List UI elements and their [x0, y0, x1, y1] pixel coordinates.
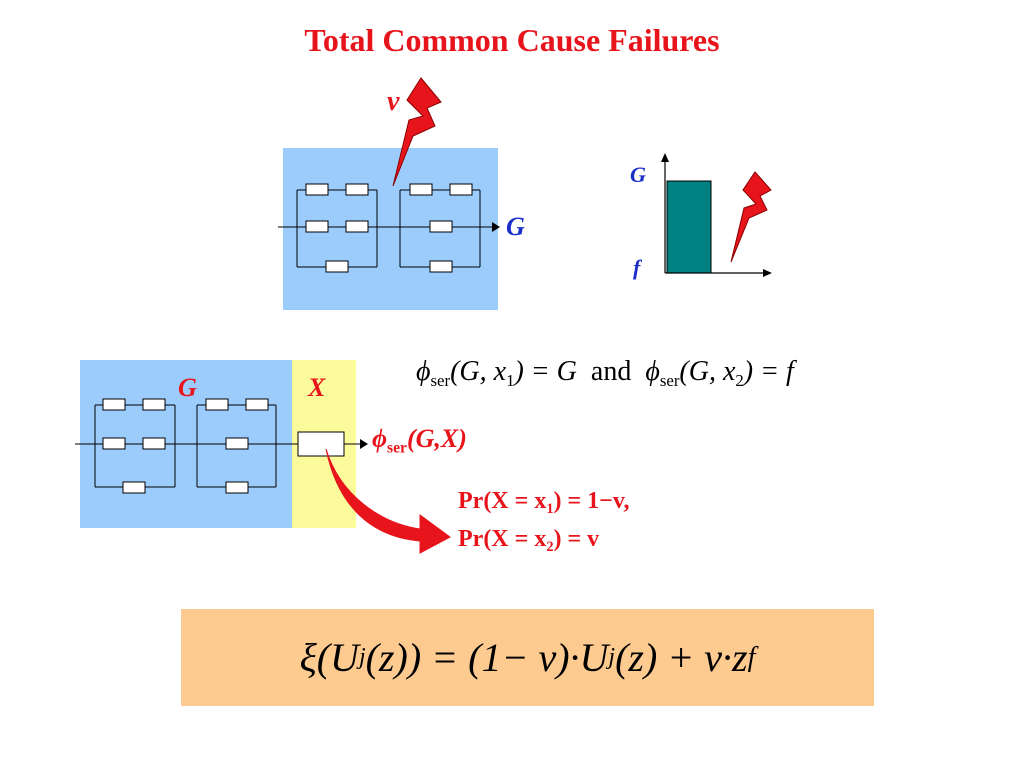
component — [325, 260, 349, 273]
formula-box — [181, 609, 874, 706]
component — [102, 398, 126, 411]
component — [205, 398, 229, 411]
lightning-bolt-icon — [392, 77, 442, 187]
chart-label-f: f — [633, 255, 641, 280]
component — [142, 398, 166, 411]
component — [345, 183, 369, 196]
chart-label-G: G — [630, 162, 646, 187]
component — [122, 481, 146, 494]
curved-arrow-icon — [325, 448, 451, 554]
component — [429, 260, 453, 273]
lightning-bolt-icon — [730, 171, 772, 263]
component — [345, 220, 369, 233]
arrow-head — [492, 222, 500, 232]
component — [305, 183, 329, 196]
performance-bar-chart — [661, 153, 772, 277]
component — [102, 437, 126, 450]
component — [142, 437, 166, 450]
virtual-element — [297, 431, 345, 457]
top-output-label: G — [506, 212, 525, 241]
top-system-diagram — [278, 183, 500, 273]
component — [449, 183, 473, 196]
series-equation: ϕser(G, x1) = G and ϕser(G, x2) = f — [416, 356, 794, 390]
bottom-output-label: ϕser(G,X) — [372, 424, 467, 457]
shock-label: v — [387, 86, 400, 117]
bottom-label-G: G — [178, 373, 197, 402]
phi-symbol: ϕ — [645, 356, 660, 387]
probability-line-2: Pr(X = x2) = v — [458, 526, 600, 556]
phi-symbol: ϕ — [416, 356, 431, 387]
component — [225, 481, 249, 494]
component — [245, 398, 269, 411]
component — [225, 437, 249, 450]
component — [305, 220, 329, 233]
probability-line-1: Pr(X = x1) = 1−v, — [458, 488, 630, 518]
slide-title: Total Common Cause Failures — [304, 22, 720, 58]
bottom-label-X: X — [308, 373, 326, 402]
component — [429, 220, 453, 233]
arrow-head — [360, 439, 368, 449]
bottom-system-diagram — [75, 398, 368, 494]
component — [409, 183, 433, 196]
performance-bar — [666, 180, 712, 274]
